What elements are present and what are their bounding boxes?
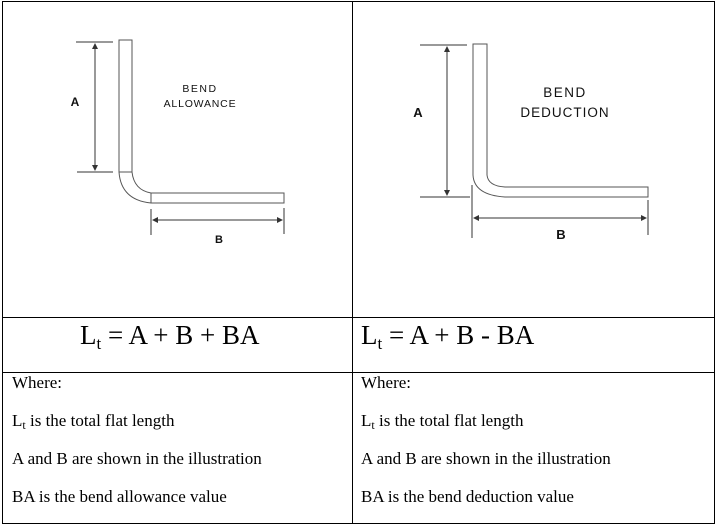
dimension-a-label: A (71, 95, 80, 109)
dimension-a-label: A (413, 105, 423, 120)
formula-expression: = A + B - BA (382, 320, 535, 350)
bend-deduction-legend: Where: Lt is the total flat length A and… (361, 372, 611, 524)
row-divider (3, 372, 714, 373)
dimension-b-label: B (556, 227, 565, 242)
formula-subscript: t (377, 334, 383, 353)
bend-deduction-diagram (420, 43, 649, 238)
diagram-title: ALLOWANCE (164, 98, 237, 110)
legend-line: A and B are shown in the illustration (361, 449, 611, 468)
row-divider (3, 317, 714, 318)
formula-symbol: L (361, 320, 378, 350)
column-divider (352, 2, 353, 523)
bend-deduction-formula: Lt = A + B - BA (361, 318, 534, 352)
symbol: L (361, 411, 372, 430)
subscript: t (371, 418, 375, 432)
text: is the total flat length (25, 411, 175, 430)
bent-part-outline (472, 43, 649, 198)
legend-heading: Where: (361, 373, 412, 392)
legend-line: BA is the bend deduction value (361, 487, 574, 506)
diagram-title: BEND (543, 85, 587, 100)
diagram-title: BEND (182, 83, 217, 95)
symbol: L (12, 411, 23, 430)
subscript: t (22, 418, 26, 432)
bent-part-outline (118, 39, 285, 204)
formula-subscript: t (96, 334, 102, 353)
legend-line: A and B are shown in the illustration (12, 449, 262, 468)
bend-allowance-legend: Where: Lt is the total flat length A and… (12, 372, 262, 524)
legend-line: BA is the bend allowance value (12, 487, 227, 506)
formula-symbol: L (80, 320, 97, 350)
legend-heading: Where: (12, 373, 63, 392)
text: is the total flat length (374, 411, 524, 430)
bend-diagrams: A B BEND ALLOWANCE A B BEND DEDUCTION (71, 39, 649, 246)
bend-allowance-formula: Lt = A + B + BA (80, 318, 259, 352)
diagram-title: DEDUCTION (520, 105, 609, 120)
bend-allowance-diagram (76, 39, 285, 235)
legend-line: Lt is the total flat length (12, 410, 262, 448)
legend-line: Lt is the total flat length (361, 410, 611, 448)
dimension-b-label: B (215, 234, 223, 246)
formula-expression: = A + B + BA (101, 320, 260, 350)
